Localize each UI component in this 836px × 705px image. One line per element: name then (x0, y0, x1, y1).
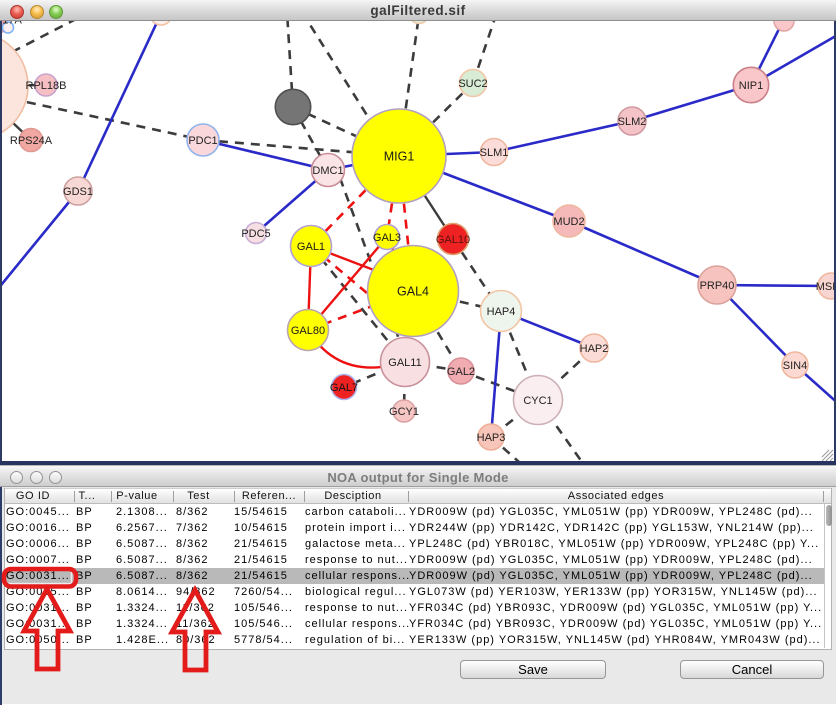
svg-text:GAL80: GAL80 (291, 325, 325, 337)
svg-text:GAL11: GAL11 (388, 357, 421, 369)
svg-text:HAP4: HAP4 (487, 306, 516, 318)
svg-text:CYC1: CYC1 (523, 395, 552, 407)
svg-text:GAL1: GAL1 (297, 241, 325, 253)
svg-text:GAL10: GAL10 (436, 234, 470, 246)
svg-text:PRP40: PRP40 (700, 280, 735, 292)
svg-text:SIN4: SIN4 (783, 360, 807, 372)
svg-text:DMC1: DMC1 (312, 165, 343, 177)
svg-text:SLM1: SLM1 (480, 147, 509, 159)
svg-text:17A: 17A (2, 21, 22, 27)
svg-text:PDC5: PDC5 (241, 228, 270, 240)
svg-text:GAL4: GAL4 (397, 285, 429, 299)
svg-text:NIP1: NIP1 (739, 80, 763, 92)
svg-text:MSN5: MSN5 (816, 281, 834, 293)
svg-text:HAP3: HAP3 (477, 432, 506, 444)
svg-text:GAL7: GAL7 (330, 382, 358, 394)
svg-text:SLM2: SLM2 (618, 116, 647, 128)
svg-text:MIG1: MIG1 (384, 150, 415, 164)
svg-text:HAP2: HAP2 (580, 343, 609, 355)
svg-text:GCY1: GCY1 (389, 406, 419, 418)
svg-text:RPS24A: RPS24A (10, 135, 53, 147)
svg-text:PDC1: PDC1 (188, 135, 217, 147)
svg-text:RPL18B: RPL18B (26, 80, 67, 92)
svg-text:GAL3: GAL3 (373, 232, 401, 244)
svg-text:GAL2: GAL2 (447, 366, 475, 378)
svg-text:MUD2: MUD2 (553, 216, 584, 228)
svg-text:SUC2: SUC2 (458, 78, 487, 90)
svg-text:GDS1: GDS1 (63, 186, 93, 198)
